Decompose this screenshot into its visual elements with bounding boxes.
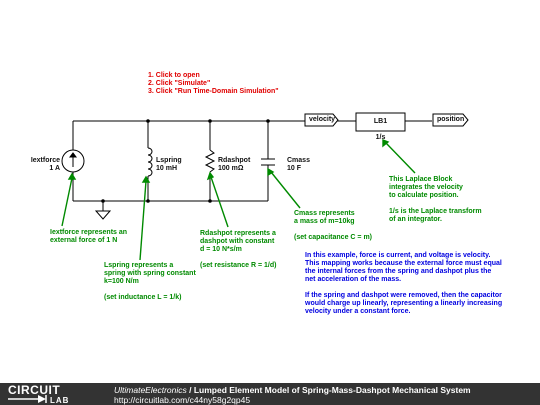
footer-title[interactable]: UltimateElectronics / Lumped Element Mod… [114,385,471,395]
rdash-note-line-3: d = 10 N*s/m [200,246,242,253]
lspring-value[interactable]: 10 mH [156,165,178,172]
ground-icon [94,210,112,220]
lspring-note-line-3: k=100 N/m [104,278,139,285]
velocity-net-label [304,113,339,127]
velocity-label: velocity [309,116,336,123]
explanation-line-2: This mapping works because the external … [305,260,502,267]
rdash-note-line-2: dashpot with constant [200,238,275,245]
instruction-step-2: 2. Click "Simulate" [148,80,211,87]
explanation-line-8: velocity under a constant force. [305,308,411,315]
footer-bar [0,383,540,405]
instruction-step-1: 1. Click to open [148,72,200,79]
logo-text-bottom: LAB [50,396,69,404]
iext-note-line-2: external force of 1 N [50,237,118,244]
footer-circuit-title[interactable]: Lumped Element Model of Spring-Mass-Dash… [193,385,471,395]
circuitlab-logo[interactable]: CIRCUIT LAB [8,384,92,404]
laplace-note-line-3: to calculate position. [389,192,459,199]
laplace-name[interactable]: LB1 [373,118,388,125]
footer-separator: / [186,385,194,395]
laplace-note-line-6: of an integrator. [389,216,442,223]
footer-url[interactable]: http://circuitlab.com/c44ny58g2qp45 [114,395,251,405]
current-source-icon [61,149,85,173]
explanation-line-3: the internal forces from the spring and … [305,268,492,275]
laplace-note-line-2: integrates the velocity [389,184,463,191]
lspring-note-line-1: Lspring represents a [104,262,174,269]
explanation-line-1: In this example, force is current, and v… [305,252,491,259]
laplace-block[interactable] [355,112,406,132]
cmass-name[interactable]: Cmass [287,157,310,164]
inductor-icon [147,147,153,177]
rdashpot-value[interactable]: 100 mΩ [218,165,244,172]
cmass-note-line-1: Cmass represents [294,210,355,217]
laplace-note-line-5: 1/s is the Laplace transform [389,208,482,215]
lspring-note-line-2: spring with spring constant [104,270,196,277]
lspring-name[interactable]: Lspring [156,157,182,164]
cmass-value[interactable]: 10 F [287,165,302,172]
cmass-note-line-4: (set capacitance C = m) [294,234,373,241]
instruction-step-3: 3. Click "Run Time-Domain Simulation" [148,88,279,95]
cmass-note-line-2: a mass of m=10kg [294,218,355,225]
iextforce-value[interactable]: 1 A [49,165,60,172]
lspring-note-line-5: (set inductance L = 1/k) [104,294,182,301]
position-label: position [437,116,465,123]
explanation-line-7: would charge up linearly, representing a… [305,300,503,307]
explanation-line-4: net acceleration of the mass. [305,276,402,283]
iext-note-line-1: Iextforce represents an [50,229,128,236]
explanation-line-6: If the spring and dashpot were removed, … [305,292,502,299]
rdash-note-line-5: (set resistance R = 1/d) [200,262,277,269]
iextforce-name[interactable]: Iextforce [30,157,60,164]
logo-text-top: CIRCUIT [8,384,60,397]
footer-author[interactable]: UltimateElectronics [114,385,187,395]
laplace-note-line-1: This Laplace Block [389,176,453,183]
laplace-function: 1/s [375,134,386,141]
rdashpot-name[interactable]: Rdashpot [218,157,251,164]
rdash-note-line-1: Rdashpot represents a [200,230,276,237]
position-net-label [432,113,469,127]
arrow-up-icon [69,152,77,158]
resistor-icon [204,149,216,173]
